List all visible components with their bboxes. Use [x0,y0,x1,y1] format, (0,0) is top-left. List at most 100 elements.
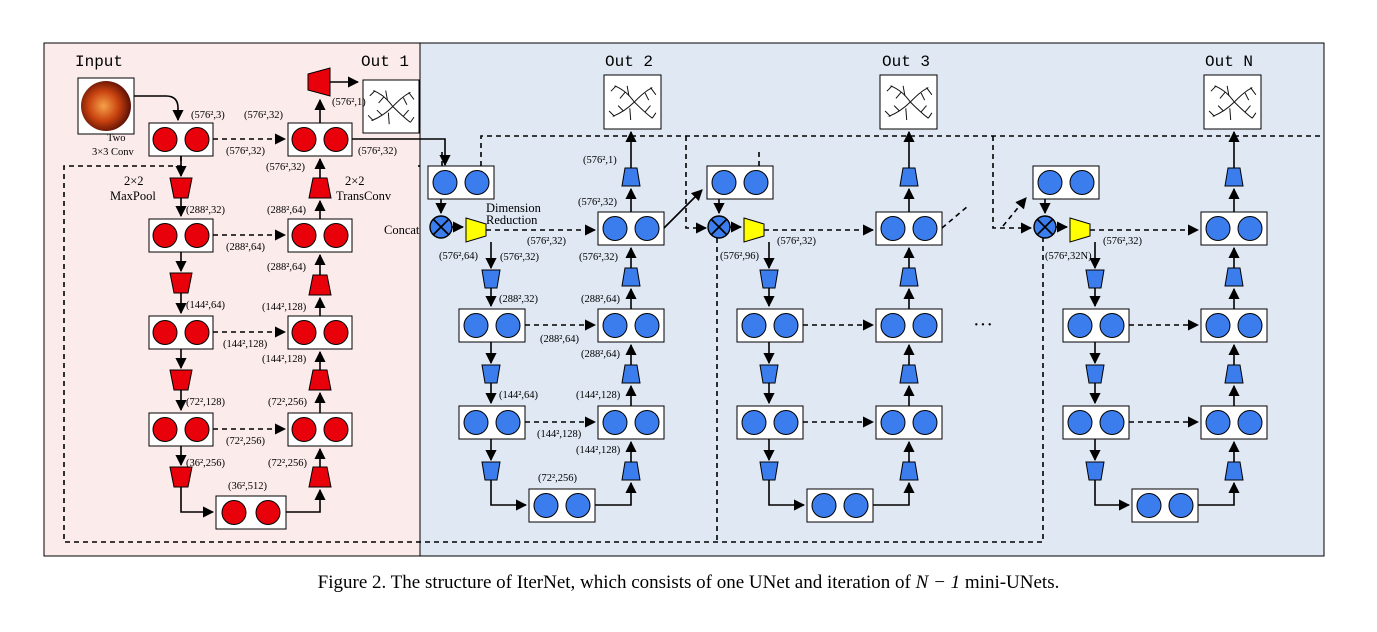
svg-text:(144²,128): (144²,128) [262,354,307,365]
dim-reduction-2 [743,217,765,243]
svg-text:(144²,128): (144²,128) [262,302,307,313]
mini1-dashed [441,135,1321,428]
mini2-dashed [716,136,1033,542]
svg-text:(576²,32): (576²,32) [527,236,567,247]
fundus-image [81,81,131,131]
unet-block-2 [148,218,214,253]
unet-skip-connections [63,133,1044,543]
out2-title: Out 2 [605,53,653,71]
out1-conv [307,67,331,97]
figure-caption: Figure 2. The structure of IterNet, whic… [0,572,1377,594]
out3-image [879,74,938,130]
svg-text:Reduction: Reduction [486,213,538,227]
concat-node-2 [707,215,731,239]
out3-title: Out 3 [882,53,930,71]
svg-text:(576²,1): (576²,1) [332,97,366,108]
svg-text:(576²,32): (576²,32) [1103,236,1143,247]
mini2-blocks [736,211,943,523]
dim-reduction-N [1069,217,1091,243]
svg-text:(576²,32): (576²,32) [226,146,266,157]
unet-block-up4 [287,412,353,447]
svg-text:(576²,32): (576²,32) [244,110,284,121]
svg-text:(36²,256): (36²,256) [186,458,226,469]
caption-suffix: mini-UNets. [964,572,1060,593]
caption-prefix: Figure 2. The structure of IterNet, whic… [317,572,911,593]
miniN-blocks [1062,211,1268,523]
mini2-pools [759,167,919,481]
mini-unet-panel [419,42,1325,557]
svg-text:(144²,128): (144²,128) [223,339,268,350]
svg-text:(576²,64): (576²,64) [439,251,479,262]
miniN-arrows [1039,130,1240,511]
svg-text:(288²,64): (288²,64) [540,334,580,345]
mini2-feature-block [706,165,774,200]
iternet-diagram: Input Out 1 [43,42,1325,557]
svg-text:(288²,64): (288²,64) [226,242,266,253]
svg-text:(576²,32): (576²,32) [500,252,540,263]
svg-text:(288²,32): (288²,32) [186,205,226,216]
svg-text:(144²,64): (144²,64) [186,300,226,311]
svg-text:Concat: Concat [384,223,420,237]
mini1-labels: Concat Dimension Reduction (576²,64) (57… [384,155,621,484]
svg-text:2×2: 2×2 [124,174,144,188]
svg-text:(72²,256): (72²,256) [538,473,578,484]
miniN-feature-block [1032,165,1100,200]
unet-block-up3 [287,315,353,350]
out1-title: Out 1 [361,53,409,71]
concat-node-N [1033,215,1057,239]
svg-text:(576²,96): (576²,96) [720,251,760,262]
out1-image [362,79,420,134]
unet-transconvs [308,177,332,488]
unet-labels: Two 3×3 Conv 2×2 MaxPool 2×2 TransConv (… [92,97,398,492]
unet-bottleneck [215,495,287,530]
svg-text:(576²,32): (576²,32) [777,236,817,247]
svg-text:(36²,512): (36²,512) [228,481,268,492]
svg-text:3×3 Conv: 3×3 Conv [92,147,135,158]
svg-text:Dimension: Dimension [486,201,542,215]
miniN-dashed [1090,224,1200,428]
svg-text:(288²,64): (288²,64) [581,349,621,360]
unet-block-1 [148,122,214,157]
svg-text:(288²,64): (288²,64) [267,262,307,273]
ellipsis: ··· [973,314,993,336]
svg-text:(72²,256): (72²,256) [268,458,308,469]
caption-math: N − 1 [915,572,961,593]
input-title: Input [75,53,123,71]
concat-node-1 [429,215,453,239]
unet-block-up2 [287,218,353,253]
dim-reduction-1 [465,217,487,243]
svg-text:(576²,32): (576²,32) [358,146,398,157]
svg-text:(144²,64): (144²,64) [499,390,539,401]
out2-image [603,74,662,130]
svg-text:(144²,128): (144²,128) [576,390,621,401]
miniN-labels: (576²,32N) (576²,32) [1045,236,1143,262]
svg-text:(144²,128): (144²,128) [537,429,582,440]
svg-text:TransConv: TransConv [336,189,392,203]
svg-text:(288²,64): (288²,64) [581,294,621,305]
outN-title: Out N [1205,53,1253,71]
unet-block-3 [148,315,214,350]
miniN-pools [1085,167,1244,481]
mini1-pools [481,167,641,481]
unet-block-out [287,122,353,157]
svg-text:MaxPool: MaxPool [110,189,156,203]
outN-image [1203,74,1262,130]
svg-text:(144²,128): (144²,128) [576,445,621,456]
svg-text:(576²,32N): (576²,32N) [1045,251,1092,262]
svg-text:(72²,256): (72²,256) [226,436,266,447]
svg-text:(576²,32): (576²,32) [578,197,618,208]
svg-text:(576²,1): (576²,1) [583,155,617,166]
mini1-feature-block [427,165,495,200]
svg-text:(288²,32): (288²,32) [499,294,539,305]
unet-maxpools [169,177,193,488]
svg-text:(288²,64): (288²,64) [267,205,307,216]
mini2-arrows [713,130,915,511]
svg-text:2×2: 2×2 [345,174,365,188]
svg-text:(72²,256): (72²,256) [268,397,308,408]
svg-text:(576²,3): (576²,3) [191,110,225,121]
unet-arrows [134,76,451,518]
svg-text:(72²,128): (72²,128) [186,397,226,408]
svg-text:(576²,32): (576²,32) [579,252,619,263]
mini1-arrows [435,130,703,511]
svg-text:(576²,32): (576²,32) [266,162,306,173]
